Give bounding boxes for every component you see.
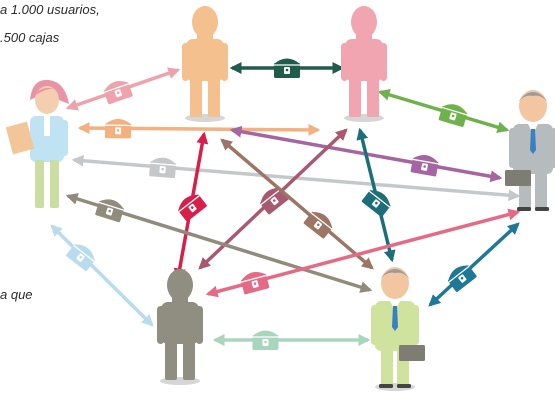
person-right-businessman-icon <box>505 90 555 211</box>
treasure-chest-icon <box>274 58 300 78</box>
double-arrow <box>428 222 520 307</box>
treasure-chest-icon <box>361 190 391 217</box>
connection-orange-bottom-businessman <box>220 138 374 270</box>
briefcase-icon <box>399 345 425 361</box>
person-bottom-gray-icon <box>157 269 203 385</box>
double-arrow <box>220 138 374 270</box>
treasure-chest-icon <box>410 154 439 177</box>
treasure-chest-icon <box>103 81 133 105</box>
treasure-chest-icon <box>252 330 279 350</box>
briefcase-icon <box>505 170 531 186</box>
connection-woman-bottom-businessman <box>65 193 373 293</box>
caption-line-2: .500 cajas <box>0 30 60 45</box>
person-top-orange-icon <box>182 6 228 122</box>
connection-bottom-businessman-right-businessman <box>428 222 520 307</box>
caption-line-1: a 1.000 usuarios, <box>0 2 100 17</box>
treasure-chest-icon <box>105 118 132 139</box>
person-top-pink-icon <box>341 6 387 122</box>
treasure-chest-icon <box>95 199 124 223</box>
person-bottom-businessman-icon <box>371 267 425 391</box>
connection-pink-bottom-businessman <box>356 127 396 263</box>
caption-line-3: a que <box>0 287 33 302</box>
treasure-chest-icon <box>178 194 207 222</box>
people-layer <box>5 6 555 391</box>
connection-woman-orange <box>65 67 181 111</box>
treasure-chest-icon <box>240 272 270 295</box>
connection-woman-gray <box>50 224 154 327</box>
connection-orange-pink <box>229 58 345 78</box>
treasure-chest-icon <box>149 157 177 179</box>
treasure-chest-icon <box>438 104 468 127</box>
connections-layer <box>50 58 521 350</box>
connection-gray-bottom-businessman <box>212 330 371 350</box>
double-arrow <box>50 224 154 327</box>
connection-pink-gray <box>198 128 348 270</box>
treasure-chest-icon <box>66 244 95 271</box>
connection-pink-businessman <box>377 89 510 133</box>
treasure-chest-icon <box>448 265 477 292</box>
connection-orange-gray <box>173 131 209 281</box>
person-left-woman-icon <box>5 79 69 208</box>
